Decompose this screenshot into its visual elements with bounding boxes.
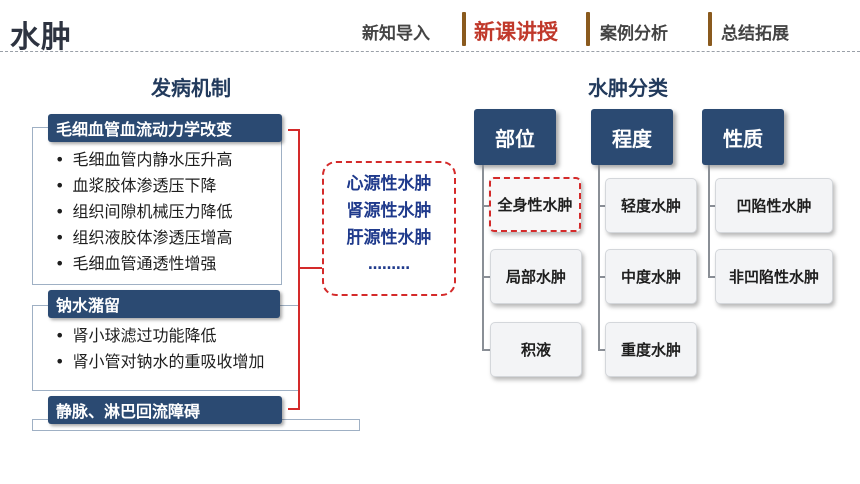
bracket-line [298,129,300,410]
bracket-connector [300,267,322,269]
tile-generalized-edema[interactable]: 全身性水肿 [489,177,581,232]
tab-case-analysis[interactable]: 案例分析 [600,24,668,44]
ellipsis: ……… [368,257,410,273]
sodium-retention-group: 肾小球滤过功能降低 肾小管对钠水的重吸收增加 [32,305,300,391]
hemodynamic-heading: 毛细血管血流动力学改变 [48,114,282,142]
tab-separator [462,12,466,46]
category-degree: 程度 [591,109,673,165]
list-item: 组织间隙机械压力降低 [55,199,232,225]
sodium-retention-list: 肾小球滤过功能降低 肾小管对钠水的重吸收增加 [55,323,264,375]
mechanism-title: 发病机制 [151,76,231,100]
list-item: 肾小球滤过功能降低 [55,323,264,349]
bracket-tick [288,129,300,131]
list-item: 组织液胶体渗透压增高 [55,225,232,251]
edema-causes-box: 心源性水肿 肾源性水肿 肝源性水肿 ……… [322,161,456,296]
list-item: 毛细血管通透性增强 [55,251,232,277]
hemodynamic-list: 毛细血管内静水压升高 血浆胶体渗透压下降 组织间隙机械压力降低 组织液胶体渗透压… [55,147,232,277]
tree-line [482,349,490,351]
hepatic-edema: 肝源性水肿 [346,228,432,248]
bracket-tick [288,408,300,410]
list-item: 肾小管对钠水的重吸收增加 [55,349,264,375]
tile-severe-edema[interactable]: 重度水肿 [605,322,697,377]
list-item: 血浆胶体渗透压下降 [55,173,232,199]
tree-line [598,349,606,351]
tab-separator [586,12,590,46]
tile-pitting-edema[interactable]: 凹陷性水肿 [715,178,833,233]
tree-line [598,276,606,278]
tab-separator [708,12,712,46]
tile-non-pitting-edema[interactable]: 非凹陷性水肿 [715,249,833,304]
tree-line [708,165,710,278]
cardiac-edema: 心源性水肿 [346,174,432,194]
header-divider [0,51,860,52]
renal-edema: 肾源性水肿 [346,201,432,221]
tree-line [598,165,600,351]
category-location: 部位 [474,109,556,165]
tree-line [598,205,606,207]
venous-heading: 静脉、淋巴回流障碍 [48,396,282,424]
classification-title: 水肿分类 [588,76,668,100]
sodium-retention-heading: 钠水潴留 [48,290,280,318]
list-item: 毛细血管内静水压升高 [55,147,232,173]
tab-new-lesson[interactable]: 新课讲授 [474,20,558,44]
tile-local-edema[interactable]: 局部水肿 [490,249,582,304]
tab-new-knowledge[interactable]: 新知导入 [362,24,430,44]
tile-effusion[interactable]: 积液 [490,322,582,377]
tile-moderate-edema[interactable]: 中度水肿 [605,249,697,304]
tree-line [482,165,484,351]
hemodynamic-group: 毛细血管内静水压升高 血浆胶体渗透压下降 组织间隙机械压力降低 组织液胶体渗透压… [32,127,282,285]
tree-line [708,205,716,207]
tree-line [482,205,490,207]
tree-line [482,276,490,278]
tree-line [708,276,716,278]
tab-summary[interactable]: 总结拓展 [721,24,789,44]
category-nature: 性质 [702,109,784,165]
page-title: 水肿 [10,20,72,55]
tile-mild-edema[interactable]: 轻度水肿 [605,178,697,233]
